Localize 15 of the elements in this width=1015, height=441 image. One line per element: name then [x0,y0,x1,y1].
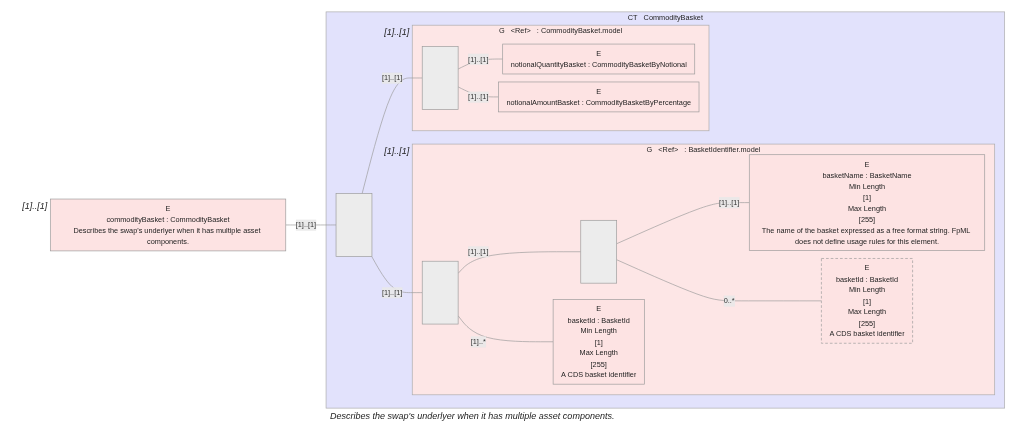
connector [457,251,582,274]
description-text: Describes the swap's underlyer when it has multiple asset components. [330,411,615,422]
connector [361,77,423,194]
connector [457,58,504,70]
node-bar [580,219,617,284]
multiplicity-label: [1]..[1] [22,201,48,211]
connector [616,202,750,245]
connector [457,315,554,343]
connector [616,259,822,302]
connector [371,256,423,293]
node-bar [421,260,459,325]
node-bar [421,46,459,110]
multiplicity-label: [1]..[1] [384,146,410,157]
node-bar [335,193,373,257]
multiplicity-label: [1]..[1] [384,27,410,38]
